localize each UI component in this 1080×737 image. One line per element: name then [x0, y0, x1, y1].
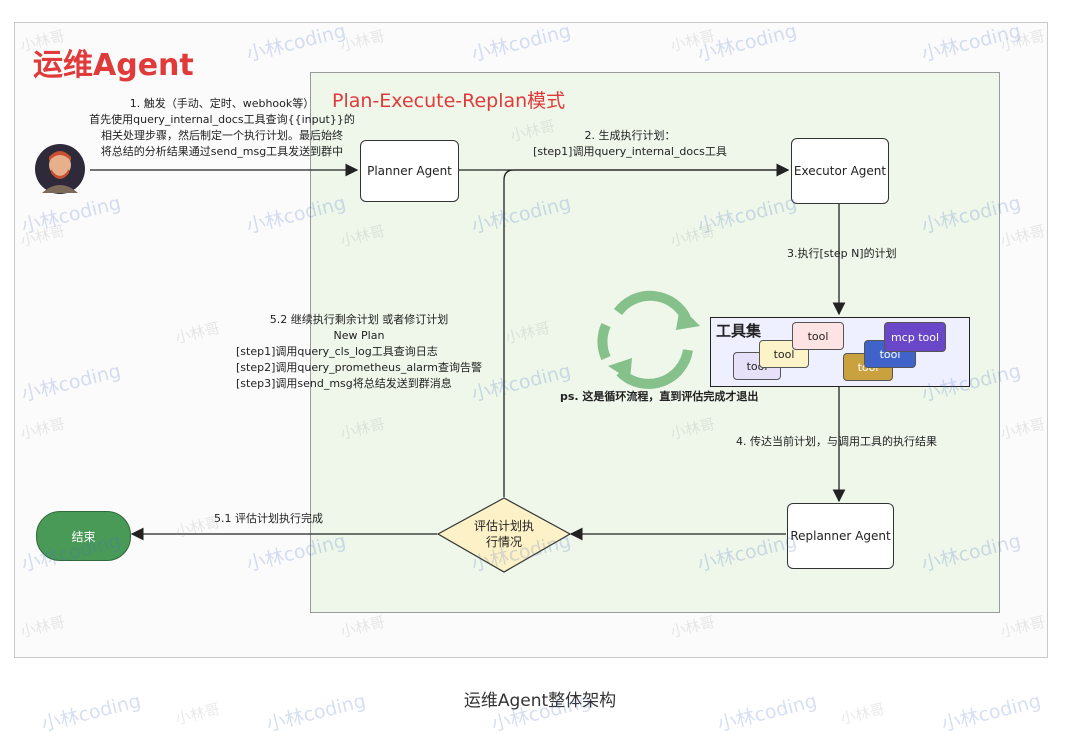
figure-caption: 运维Agent整体架构 — [463, 691, 617, 711]
step1-line: 将总结的分析结果通过send_msg工具发送到群中 — [100, 145, 344, 158]
connector-layer — [90, 163, 846, 573]
toolset-title: 工具集 — [716, 322, 762, 340]
step1-line: 1. 触发（手动、定时、webhook等） — [129, 97, 315, 110]
evaluate-node-label: 评估计划执 行情况 — [470, 518, 538, 550]
step2-line: 2. 生成执行计划： — [584, 129, 676, 142]
user-avatar-icon — [35, 144, 85, 194]
arrow-evaluate-loop-back — [503, 163, 790, 497]
step1-label: 1. 触发（手动、定时、webhook等） 首先使用query_internal… — [70, 96, 374, 160]
loop-note-label: ps. 这是循环流程，直到评估完成才退出 — [560, 390, 759, 403]
end-node: 结束 — [36, 511, 131, 561]
step52-line: [step2]调用query_prometheus_alarm查询告警 — [236, 361, 482, 374]
step52-line: 5.2 继续执行剩余计划 或者修订计划 — [269, 313, 449, 326]
step2-line: [step1]调用query_internal_docs工具 — [533, 145, 727, 158]
mode-title: Plan-Execute-Replan模式 — [332, 90, 566, 112]
planner-agent-node: Planner Agent — [360, 140, 459, 202]
step51-label: 5.1 评估计划执行完成 — [214, 512, 323, 525]
evaluate-decision-diamond — [436, 497, 572, 573]
evaluate-label-line1: 评估计划执 — [473, 519, 534, 533]
step4-label: 4. 传达当前计划，与调用工具的执行结果 — [736, 435, 937, 448]
diagram-title: 运维Agent — [33, 48, 194, 83]
executor-agent-node: Executor Agent — [791, 138, 889, 204]
evaluate-label-line2: 行情况 — [485, 535, 522, 549]
step52-label: 5.2 继续执行剩余计划 或者修订计划 New Plan [step1]调用qu… — [228, 312, 490, 392]
mcp-tool-item: mcp tool — [884, 322, 946, 352]
tool-item: tool — [792, 322, 844, 350]
step52-line: New Plan — [333, 329, 385, 342]
step52-line: [step1]调用query_cls_log工具查询日志 — [236, 345, 438, 358]
step52-line: [step3]调用send_msg将总结发送到群消息 — [236, 377, 452, 390]
step2-label: 2. 生成执行计划： [step1]调用query_internal_docs工… — [520, 128, 740, 160]
step1-line: 首先使用query_internal_docs工具查询{{input}}的 — [89, 113, 355, 126]
step3-label: 3.执行[step N]的计划 — [787, 247, 897, 260]
replanner-agent-node: Replanner Agent — [787, 503, 894, 569]
step1-line: 相关处理步骤，然后制定一个执行计划。最后始终 — [101, 129, 343, 142]
loop-cycle-icon — [597, 290, 693, 389]
